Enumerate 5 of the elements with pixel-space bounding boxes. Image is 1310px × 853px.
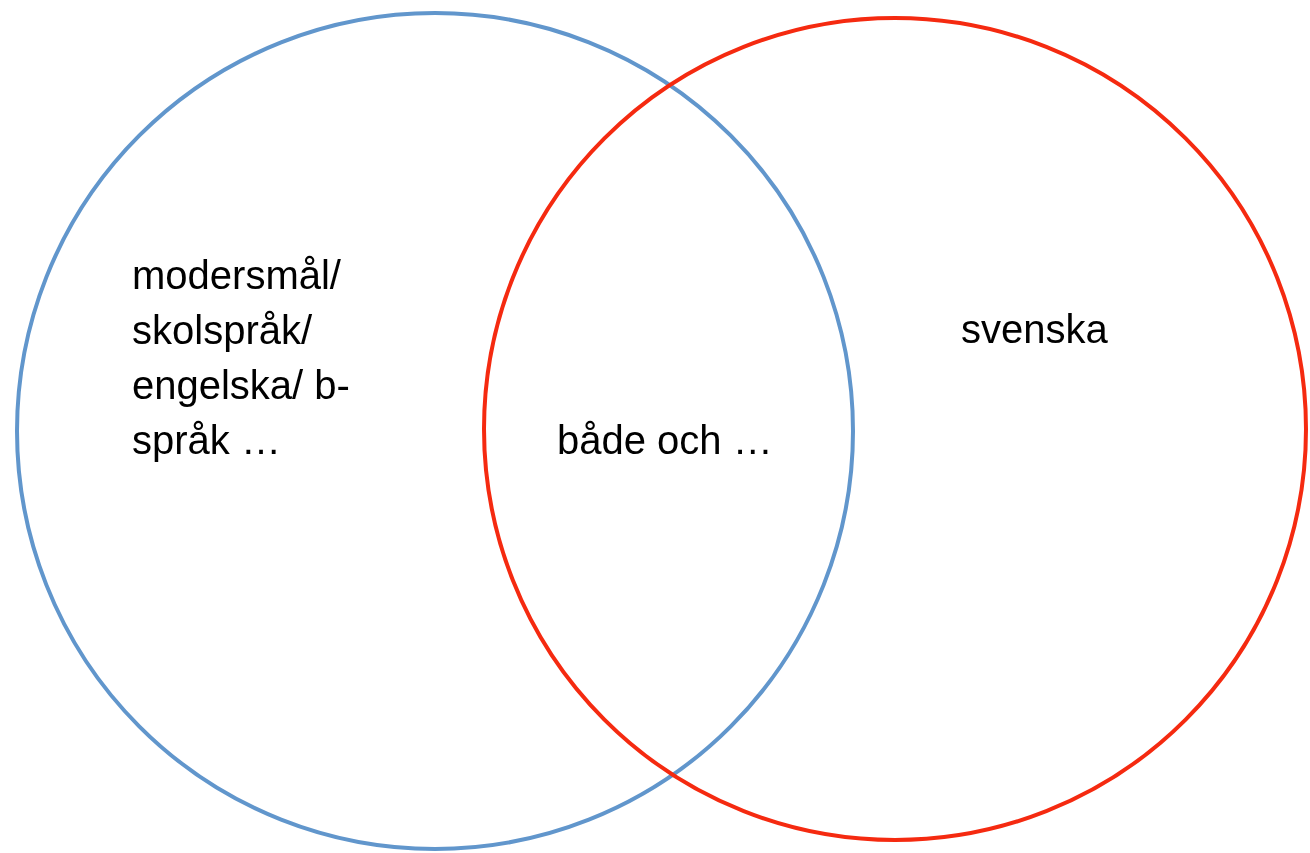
overlap-label: både och … <box>557 417 773 464</box>
set-label: svenska <box>961 306 1109 353</box>
venn-circle <box>15 11 855 851</box>
venn-circle <box>482 16 1308 842</box>
set-label: modersmål/ skolspråk/ engelska/ b-språk … <box>132 252 351 464</box>
